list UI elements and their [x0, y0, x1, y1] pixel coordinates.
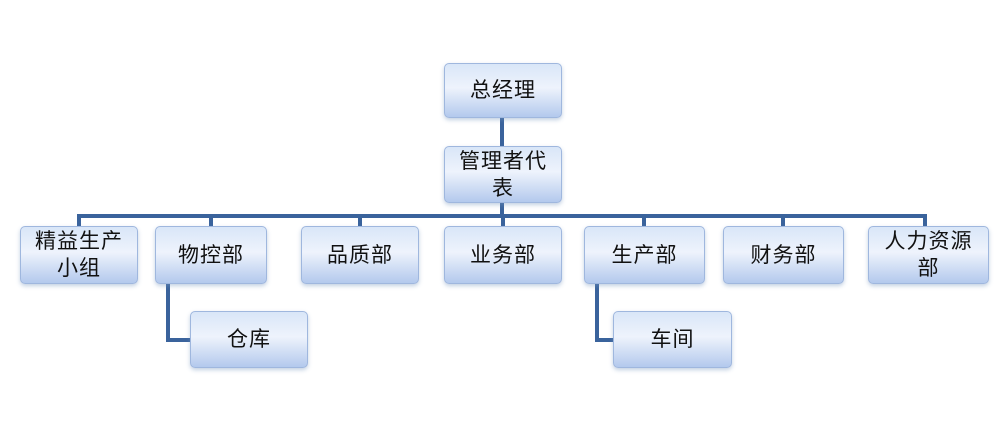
connector-drop-business — [501, 214, 505, 226]
node-lean-production-team: 精益生产小组 — [20, 226, 138, 284]
connector-gm-to-rep — [500, 118, 504, 146]
node-material-control-dept: 物控部 — [155, 226, 267, 284]
connector-drop-finance — [781, 214, 785, 226]
node-warehouse: 仓库 — [190, 311, 308, 368]
connector-drop-material-control — [209, 214, 213, 226]
connector-production-to-workshop-v — [595, 284, 599, 342]
node-production-dept: 生产部 — [584, 226, 705, 284]
connector-production-to-workshop-h — [595, 338, 615, 342]
node-finance-dept: 财务部 — [723, 226, 844, 284]
node-business-dept: 业务部 — [444, 226, 562, 284]
node-management-representative: 管理者代表 — [444, 146, 562, 203]
node-quality-dept: 品质部 — [301, 226, 419, 284]
connector-material-to-warehouse-h — [166, 338, 192, 342]
connector-drop-hr — [923, 214, 927, 226]
connector-drop-lean-team — [77, 214, 81, 226]
connector-rep-to-trunk — [500, 203, 504, 216]
node-general-manager: 总经理 — [444, 63, 562, 118]
connector-material-to-warehouse-v — [166, 284, 170, 342]
connector-drop-production — [642, 214, 646, 226]
node-workshop: 车间 — [613, 311, 732, 368]
connector-drop-quality — [358, 214, 362, 226]
node-hr-dept: 人力资源部 — [868, 226, 989, 284]
